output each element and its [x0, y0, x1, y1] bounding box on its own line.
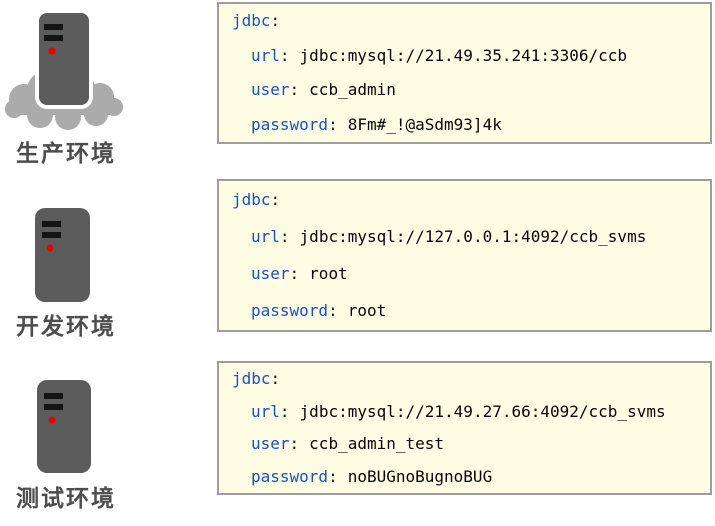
colon: :	[328, 301, 338, 321]
server-tower-icon	[35, 9, 93, 109]
drive-slot	[42, 232, 61, 238]
drive-slot	[44, 24, 63, 30]
yaml-value: jdbc:mysql://21.49.35.241:3306/ccb	[299, 45, 628, 65]
yaml-key: password	[251, 466, 329, 486]
server-tower-icon	[35, 208, 90, 302]
yaml-url-line: url: jdbc:mysql://21.49.35.241:3306/ccb	[232, 45, 710, 65]
yaml-value: jdbc:mysql://127.0.0.1:4092/ccb_svms	[299, 226, 647, 246]
yaml-url-line: url: jdbc:mysql://21.49.27.66:4092/ccb_sv…	[232, 401, 710, 421]
yaml-root-line: jdbc:	[232, 371, 710, 387]
yaml-key: user	[251, 264, 290, 284]
server-icon	[35, 208, 90, 302]
yaml-value: root	[309, 264, 348, 284]
yaml-password-line: password:8Fm#_!@aSdm93]4k	[232, 114, 710, 134]
colon: :	[279, 45, 290, 65]
yaml-key: jdbc	[232, 369, 271, 389]
env-label-testing: 测试环境	[16, 485, 116, 511]
jdbc-config-box-testing: jdbc: url: jdbc:mysql://21.49.27.66:4092/…	[217, 361, 712, 495]
colon: :	[279, 401, 290, 421]
yaml-value: ccb_admin_test	[309, 434, 445, 454]
yaml-key: password	[251, 301, 329, 321]
server-icon	[37, 380, 91, 473]
yaml-value: ccb_admin	[309, 80, 396, 100]
power-led	[48, 47, 56, 55]
server-with-cloud-icon	[5, 9, 123, 130]
yaml-password-line: password: noBUGnoBugnoBUG	[232, 466, 710, 486]
colon: :	[289, 434, 300, 454]
yaml-password-line: password: root	[232, 303, 710, 319]
drive-slot	[44, 393, 63, 399]
yaml-value: root	[347, 301, 387, 321]
colon: :	[328, 114, 338, 134]
yaml-key: jdbc	[232, 189, 271, 209]
power-led	[48, 416, 56, 424]
yaml-user-line: user: ccb_admin_test	[232, 436, 710, 452]
drive-slot	[42, 221, 61, 227]
colon: :	[270, 369, 281, 389]
yaml-value: jdbc:mysql://21.49.27.66:4092/ccb_svms	[299, 401, 666, 421]
yaml-key: jdbc	[232, 11, 271, 31]
colon: :	[270, 189, 281, 209]
jdbc-config-box-production: jdbc: url: jdbc:mysql://21.49.35.241:3306…	[217, 2, 712, 144]
yaml-key: user	[251, 80, 290, 100]
colon: :	[270, 11, 281, 31]
yaml-key: url	[251, 401, 280, 421]
yaml-key: url	[251, 45, 280, 65]
env-label-development: 开发环境	[16, 313, 116, 339]
server-tower-icon	[37, 380, 91, 473]
colon: :	[279, 226, 290, 246]
jdbc-config-box-development: jdbc: url: jdbc:mysql://127.0.0.1:4092/cc…	[217, 179, 712, 332]
yaml-key: password	[251, 114, 329, 134]
colon: :	[289, 264, 300, 284]
drive-slot	[44, 404, 63, 410]
yaml-user-line: user: ccb_admin	[232, 82, 710, 98]
colon: :	[328, 466, 338, 486]
yaml-key: user	[251, 434, 290, 454]
yaml-root-line: jdbc:	[232, 189, 710, 209]
yaml-root-line: jdbc:	[232, 13, 710, 29]
env-label-production: 生产环境	[16, 140, 116, 166]
drive-slot	[44, 35, 63, 41]
yaml-value: noBUGnoBugnoBUG	[347, 466, 493, 486]
yaml-key: url	[251, 226, 280, 246]
power-led	[46, 244, 54, 252]
yaml-user-line: user: root	[232, 266, 710, 282]
yaml-value: 8Fm#_!@aSdm93]4k	[347, 114, 502, 134]
colon: :	[289, 80, 300, 100]
yaml-url-line: url: jdbc:mysql://127.0.0.1:4092/ccb_svms	[232, 226, 710, 246]
